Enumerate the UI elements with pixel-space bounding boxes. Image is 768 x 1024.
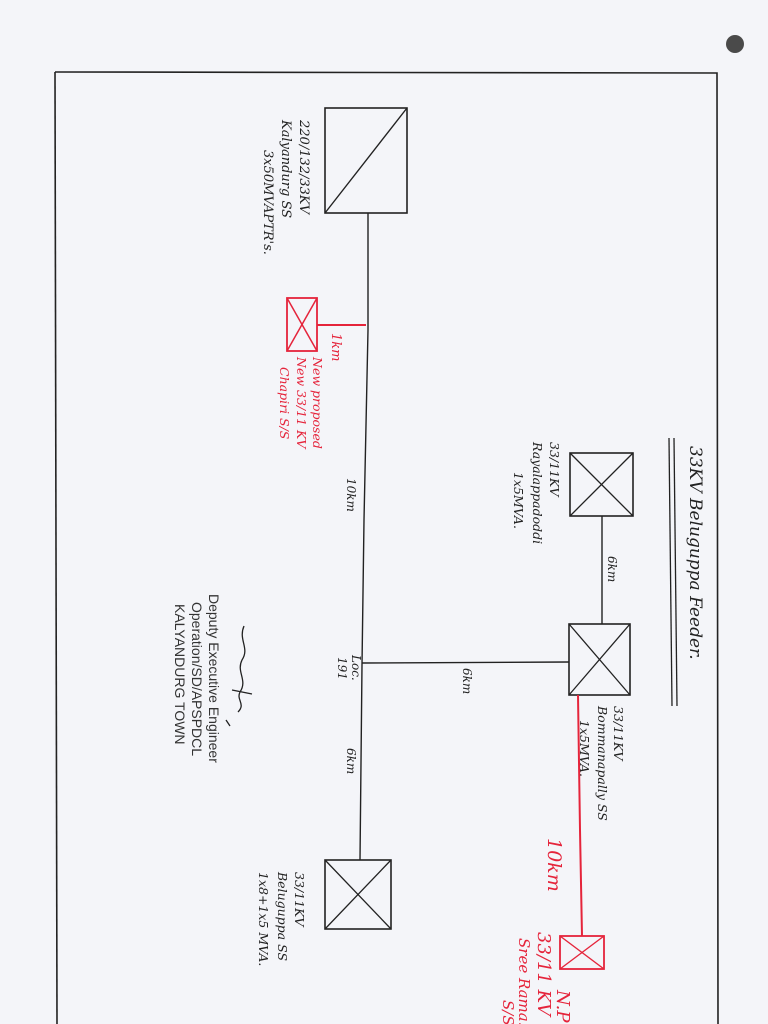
branch-distance: 6km (460, 668, 474, 694)
proposed-substation (286, 297, 366, 352)
proposed-substation-label: New proposed New 33/11 KV Chapiri S/S (277, 356, 325, 450)
beluguppa-label-line-2: Beluguppa SS (275, 871, 290, 961)
border-frame-left (54, 71, 58, 1024)
diagram-title: 33KV Beluguppa Feeder. (685, 446, 705, 660)
beluguppa-substation (324, 859, 392, 930)
source-substation-box (324, 107, 408, 214)
source-label-line-1: 220/132/33KV (296, 119, 311, 216)
rayalappadoddi-distance: 6km (605, 556, 619, 582)
bommanapalli-box (568, 623, 631, 696)
new-line-substation (559, 935, 605, 970)
main-trunk-line (359, 213, 369, 861)
new-line-label-line-2: 33/11 KV (533, 932, 554, 1018)
tap-point-label: Loc. 191 (335, 654, 363, 681)
rayalappadoddi-box (569, 452, 634, 517)
trunk-lower-distance: 6km (344, 748, 358, 774)
rayalappadoddi-diag-2 (569, 452, 634, 517)
bommanapalli-label-line-1: 33/11KV (611, 706, 626, 762)
official-stamp: Deputy Executive Engineer Operation/SD/A… (172, 594, 222, 763)
rayalappadoddi-label-line-3: 1x5MVA. (511, 472, 526, 529)
proposed-distance-label: 1km (328, 333, 343, 361)
stamp-line-2: Operation/SD/APSPDCL (189, 602, 205, 756)
proposed-label-line-1: New proposed (310, 356, 325, 449)
bommanapalli-label: 33/11KV Bommanapally SS 1x5MVA. (577, 705, 626, 821)
border-frame (54, 71, 719, 1024)
title-underline-1 (668, 437, 673, 707)
new-line-distance: 10km (543, 838, 565, 892)
proposed-label-line-2: New 33/11 KV (294, 356, 309, 450)
trunk-upper-distance: 10km (344, 478, 358, 512)
source-label-line-3: 3x50MVAPTR's. (260, 150, 275, 255)
tap-label-line-2: 191 (335, 657, 349, 680)
beluguppa-diag-2 (324, 859, 392, 930)
stamp-line-1: Deputy Executive Engineer (206, 594, 222, 763)
stamp-line-3: KALYANDURG TOWN (172, 604, 188, 745)
source-substation (324, 107, 408, 214)
beluguppa-label: 33/11KV Beluguppa SS 1x8+1x5 MVA. (256, 871, 307, 966)
branch-line (361, 661, 570, 664)
new-line-label-line-3: Sree Rama... (515, 938, 533, 1024)
rayalappadoddi-label: 33/11KV Rayalappadoddi 1x5MVA. (511, 441, 562, 544)
beluguppa-box (324, 859, 392, 930)
rayalappadoddi-label-line-2: Rayalappadoddi (530, 441, 545, 544)
tap-label-line-1: Loc. (349, 654, 363, 681)
punch-hole (726, 35, 744, 53)
source-substation-label: 220/132/33KV Kalyandurg SS 3x50MVAPTR's. (260, 119, 311, 255)
title-underline-2 (673, 437, 678, 707)
bommanapalli-label-line-3: 1x5MVA. (577, 720, 592, 777)
new-line-substation-box (559, 935, 605, 970)
proposed-label-line-3: Chapiri S/S (277, 367, 292, 439)
bommanapalli-substation (568, 623, 631, 696)
new-line-substation-label: N.P 33/11 KV Sree Rama... S/S (499, 932, 573, 1024)
bommanapalli-label-line-2: Bommanapally SS (595, 705, 610, 821)
bommanapalli-diag-2 (568, 623, 631, 696)
new-line-box-diag-2 (559, 935, 605, 970)
signature-scribble (225, 625, 253, 727)
rayalappadoddi-label-line-1: 33/11KV (547, 442, 562, 498)
new-line-label-line-4: S/S (499, 1000, 517, 1024)
new-line-label-line-1: N.P (552, 989, 573, 1023)
beluguppa-label-line-1: 33/11KV (292, 872, 307, 928)
source-label-line-2: Kalyandurg SS (278, 119, 293, 218)
source-substation-diagonal (324, 107, 408, 214)
new-line (577, 694, 583, 937)
beluguppa-label-line-3: 1x8+1x5 MVA. (256, 872, 271, 966)
proposed-box-diag-2 (286, 297, 318, 352)
rayalappadoddi-substation (569, 452, 634, 517)
